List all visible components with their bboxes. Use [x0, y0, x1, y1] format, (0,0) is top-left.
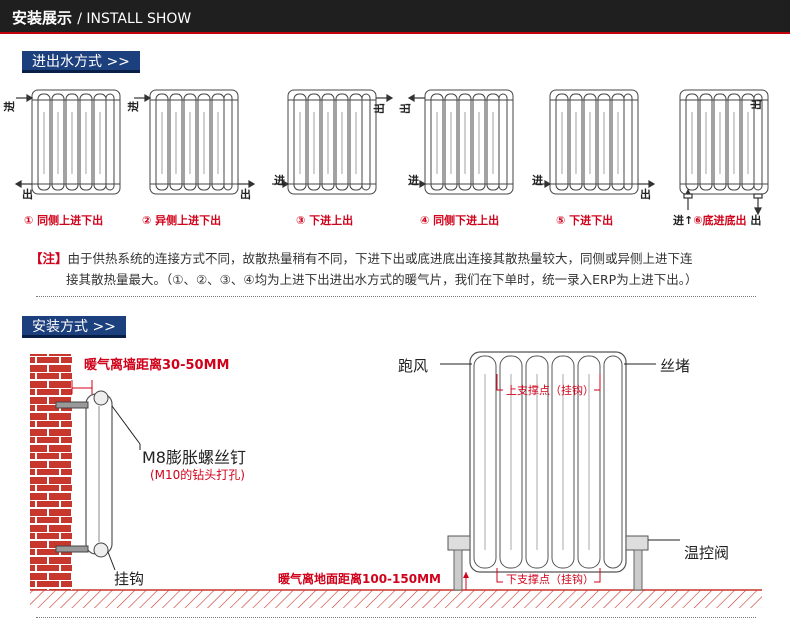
screw-label: M8膨胀螺丝钉 — [142, 448, 246, 467]
method-caption-5: ⑤ 下进下出 — [556, 214, 614, 227]
radiator-diagram-2 — [149, 89, 239, 195]
front-radiator — [440, 351, 680, 591]
svg-text:进: 进 — [408, 173, 419, 187]
divider-1 — [36, 296, 756, 297]
vent-label: 跑风 — [398, 357, 429, 375]
floor — [30, 590, 762, 608]
wall-distance-label: 暖气离墙距离30-50MM — [84, 358, 230, 373]
lower-support-label: 下支撑点（挂钩） — [506, 573, 594, 586]
installation-diagram — [30, 351, 762, 608]
hook-label: 挂钩 — [114, 570, 145, 588]
svg-text:进: 进 — [274, 173, 285, 187]
method-caption-1: ① 同侧上进下出 — [24, 214, 104, 227]
radiator-diagram-4 — [424, 89, 514, 195]
svg-text:出: 出 — [398, 103, 412, 114]
svg-text:出: 出 — [749, 99, 763, 110]
upper-support-label: 上支撑点（挂钩） — [506, 384, 594, 397]
section-tag-inlet-outlet: 进出水方式 >> — [22, 51, 140, 73]
page-title: 安装展示 / INSTALL SHOW — [12, 7, 191, 28]
brick-wall — [30, 354, 72, 590]
inlet-outlet-diagrams: 进 出 进 出 进 出 出 进 进 出 出 — [2, 89, 769, 216]
section-tag-installation: 安装方式 >> — [22, 316, 126, 338]
page-title-main: 安装展示 — [12, 9, 73, 27]
svg-text:出: 出 — [22, 187, 33, 201]
svg-text:进: 进 — [126, 101, 140, 112]
note-block: 【注】由于供热系统的连接方式不同，故散热量稍有不同，下进下出或底进底出连接其散热… — [30, 248, 790, 290]
svg-text:出: 出 — [372, 103, 386, 114]
svg-text:进: 进 — [532, 173, 543, 187]
svg-text:出: 出 — [240, 187, 251, 201]
method-caption-6: 进↑⑥底进底出 出 — [673, 214, 762, 227]
header-bar — [0, 0, 790, 34]
divider-2 — [36, 617, 756, 618]
svg-text:进: 进 — [2, 101, 16, 112]
note-line-2: 接其散热量最大。（①、②、③、④均为上进下出进出水方式的暖气片，我们在下单时，统… — [66, 272, 698, 287]
radiator-diagram-3 — [287, 89, 377, 195]
method-caption-3: ③ 下进上出 — [296, 214, 354, 227]
method-caption-4: ④ 同侧下进上出 — [420, 214, 500, 227]
page-title-sub: / INSTALL SHOW — [77, 11, 192, 27]
valve-label: 温控阀 — [684, 544, 730, 562]
floor-distance-label: 暖气离地面距离100-150MM — [278, 572, 441, 586]
plug-label: 丝堵 — [660, 357, 691, 375]
note-prefix: 【注】 — [30, 251, 68, 266]
svg-text:出: 出 — [640, 187, 651, 201]
screw-note-label: (M10的钻头打孔) — [150, 468, 245, 482]
radiator-diagram-1 — [31, 89, 121, 195]
note-line-1: 由于供热系统的连接方式不同，故散热量稍有不同，下进下出或底进底出连接其散热量较大… — [67, 251, 693, 266]
side-radiator — [55, 390, 113, 558]
method-caption-2: ② 异侧上进下出 — [142, 214, 222, 227]
radiator-diagram-5 — [549, 89, 639, 195]
